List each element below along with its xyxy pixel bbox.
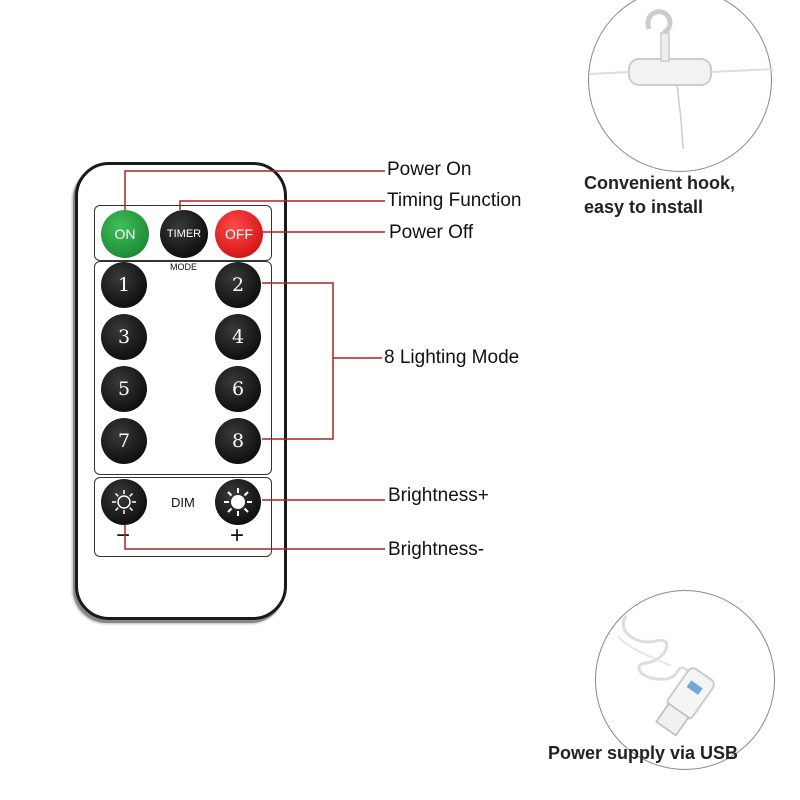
- on-button[interactable]: ON: [101, 210, 149, 258]
- mode-bracket: [262, 282, 334, 440]
- mode-5-button[interactable]: 5: [101, 366, 147, 412]
- brightness-down-button[interactable]: [101, 479, 147, 525]
- power-off-label: Power Off: [389, 222, 474, 243]
- brightness-minus-label: Brightness-: [388, 539, 485, 560]
- timer-button[interactable]: TIMER: [160, 210, 208, 258]
- mode-label: MODE: [170, 262, 197, 272]
- usb-cable-icon: [617, 615, 715, 737]
- hook-photo-circle: [588, 0, 774, 172]
- mode-6-button[interactable]: 6: [215, 366, 261, 412]
- minus-label: −: [116, 522, 131, 549]
- number-button-panel: [94, 261, 272, 475]
- usb-caption: Power supply via USB: [548, 743, 739, 763]
- sun-large-icon: [224, 488, 252, 516]
- brightness-plus-label: Brightness+: [388, 485, 489, 506]
- plus-label: +: [230, 522, 245, 549]
- mode-2-button[interactable]: 2: [215, 262, 261, 308]
- brightness-minus-leader: [124, 525, 385, 550]
- power-on-leader: [124, 170, 385, 210]
- dim-label: DIM: [171, 495, 195, 510]
- mode-8-button[interactable]: 8: [215, 418, 261, 464]
- mode-1-button[interactable]: 1: [101, 262, 147, 308]
- remote-control: ON TIMER OFF MODE 1 2 3 4 5 6 7 8: [75, 162, 287, 620]
- timing-leader: [179, 200, 385, 210]
- hook-icon: [588, 9, 774, 150]
- hook-caption-line1: Convenient hook,: [584, 173, 736, 193]
- off-button[interactable]: OFF: [215, 210, 263, 258]
- mode-3-button[interactable]: 3: [101, 314, 147, 360]
- power-on-label: Power On: [387, 159, 472, 180]
- sun-small-icon: [112, 490, 136, 514]
- hook-caption-line2: easy to install: [584, 197, 704, 217]
- top-button-panel: [94, 205, 272, 261]
- dim-button-panel: [94, 477, 272, 557]
- usb-photo-circle: [595, 590, 775, 770]
- mode-4-button[interactable]: 4: [215, 314, 261, 360]
- brightness-up-button[interactable]: [215, 479, 261, 525]
- timing-function-label: Timing Function: [387, 190, 522, 211]
- lighting-mode-label: 8 Lighting Mode: [384, 347, 520, 368]
- mode-7-button[interactable]: 7: [101, 418, 147, 464]
